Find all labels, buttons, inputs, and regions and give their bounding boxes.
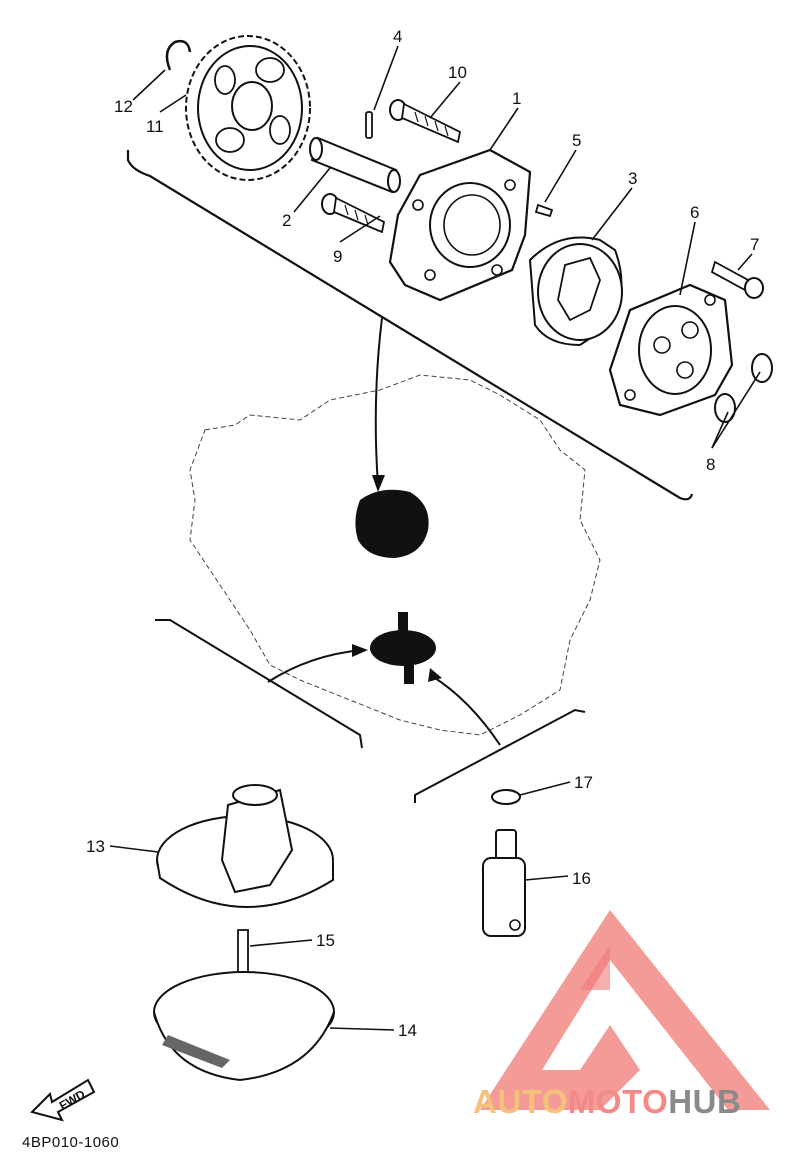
- pump-housing-part-1: [388, 148, 532, 302]
- callout-3: 3: [628, 169, 637, 188]
- automotohub-logo-icon: [480, 910, 770, 1110]
- pump-mount-arrow: [374, 317, 383, 486]
- o-ring-part-17: [491, 789, 521, 805]
- callout-4: 4: [393, 27, 402, 46]
- callout-17: 17: [574, 773, 593, 792]
- engine-outline: [189, 374, 601, 736]
- callout-6: 6: [690, 203, 699, 222]
- callout-12: 12: [114, 97, 133, 116]
- relief-valve-part-16: [482, 829, 526, 937]
- relief-valve-mount-arrow: [431, 675, 501, 746]
- callout-15: 15: [316, 931, 335, 950]
- wordmark-hub: HUB: [668, 1083, 742, 1120]
- bolt-part-9: [321, 193, 386, 234]
- callout-10: 10: [448, 63, 467, 82]
- callouts: 1 2 3 4 5 6 7 8 9 10 11 12 13 14 15 16 1…: [86, 27, 759, 1040]
- part-code: 4BP010-1060: [22, 1134, 120, 1151]
- screw-part-7: [710, 260, 764, 299]
- callout-14: 14: [398, 1021, 417, 1040]
- engine-strainer-port: [370, 612, 436, 684]
- lower-left-panel-border: [155, 619, 363, 749]
- circlip-part-12: [165, 39, 192, 71]
- strainer-part-14: [153, 971, 335, 1082]
- wordmark-moto: MOTO: [567, 1083, 669, 1120]
- callout-11: 11: [146, 117, 164, 136]
- callout-16: 16: [572, 869, 591, 888]
- wordmark-auto: AUTO: [473, 1083, 568, 1120]
- lower-right-panel-border: [414, 708, 586, 803]
- rotor-part-3: [528, 236, 623, 347]
- callout-2: 2: [282, 211, 291, 230]
- callout-5: 5: [572, 131, 581, 150]
- upper-panel-border: [126, 150, 694, 501]
- dowel-pin-part-5: [534, 203, 554, 218]
- driven-gear-part-11: [185, 35, 311, 181]
- strainer-housing-part-13: [156, 784, 334, 908]
- leader-lines: [109, 45, 761, 1031]
- callout-9: 9: [333, 247, 342, 266]
- o-ring-part-8a: [751, 353, 773, 383]
- fwd-arrow-icon: FWD: [30, 1078, 96, 1122]
- pump-cover-part-6: [608, 283, 734, 417]
- bolt-part-10: [389, 99, 462, 144]
- shaft-part-2: [309, 136, 401, 194]
- callout-8: 8: [706, 455, 715, 474]
- engine-oil-pump-port: [355, 489, 429, 558]
- callout-1: 1: [512, 89, 521, 108]
- callout-7: 7: [750, 235, 759, 254]
- o-ring-part-8b: [714, 393, 736, 423]
- callout-13: 13: [86, 837, 105, 856]
- automotohub-wordmark: AUTOMOTOHUB: [473, 1083, 741, 1121]
- strainer-mount-arrow: [267, 649, 363, 683]
- pin-part-4: [365, 111, 373, 139]
